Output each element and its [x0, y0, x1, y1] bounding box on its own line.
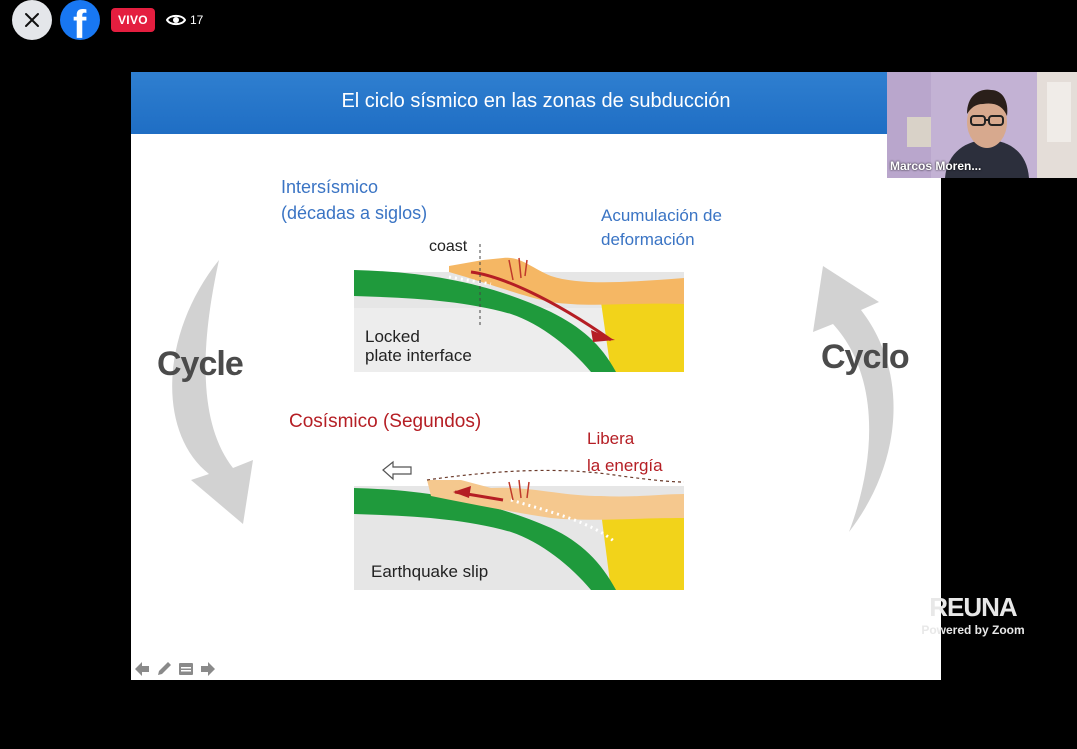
brand-name: REUNA [929, 592, 1017, 622]
cycle-left-label: Cycle [157, 345, 244, 383]
pen-icon[interactable] [155, 660, 173, 678]
libera-label-line1: Libera [587, 429, 635, 448]
participant-name: Marcos Moren... [890, 159, 982, 173]
slide-header: El ciclo sísmico en las zonas de subducc… [131, 72, 941, 134]
speaker-avatar [887, 72, 1077, 178]
locked-label-line1: Locked [365, 327, 420, 346]
close-button[interactable] [12, 0, 52, 40]
libera-label-line2: la energía [587, 456, 663, 475]
cycle-right-label: Cyclo [821, 338, 910, 376]
viewer-count: 17 [166, 10, 203, 30]
facebook-logo-icon[interactable]: f [60, 0, 100, 40]
accumulation-label-line1: Acumulación de [601, 206, 722, 225]
locked-label-line2: plate interface [365, 346, 472, 365]
reuna-watermark: REUNA Powered by Zoom [908, 592, 1038, 638]
coast-label: coast [429, 238, 468, 255]
coseismic-block [354, 460, 685, 590]
interseismic-label-line2: (décadas a siglos) [281, 203, 428, 223]
interseismic-label-line1: Intersísmico [281, 177, 379, 197]
brand-sub: Powered by Zoom [921, 623, 1025, 637]
shared-slide: El ciclo sísmico en las zonas de subducc… [131, 72, 941, 680]
coseismic-label: Cosísmico (Segundos) [289, 411, 482, 432]
right-cycle-arrow [813, 266, 894, 532]
previous-slide-icon[interactable] [133, 660, 151, 678]
viewer-count-value: 17 [190, 13, 204, 27]
earthquake-slip-label: Earthquake slip [371, 562, 489, 581]
slide-title: El ciclo sísmico en las zonas de subducc… [341, 90, 731, 112]
accumulation-label-line2: deformación [601, 230, 695, 249]
left-cycle-arrow [172, 260, 253, 524]
subduction-diagram [172, 244, 894, 590]
next-slide-icon[interactable] [199, 660, 217, 678]
live-stream-topbar: f VIVO 17 [0, 0, 1077, 44]
live-badge: VIVO [111, 8, 155, 32]
menu-icon[interactable] [177, 660, 195, 678]
speaker-video-thumbnail[interactable]: Marcos Moren... [887, 72, 1077, 178]
interseismic-block [354, 244, 684, 372]
slide-navigation [133, 660, 217, 678]
eye-icon [166, 14, 186, 26]
close-icon [25, 13, 39, 27]
